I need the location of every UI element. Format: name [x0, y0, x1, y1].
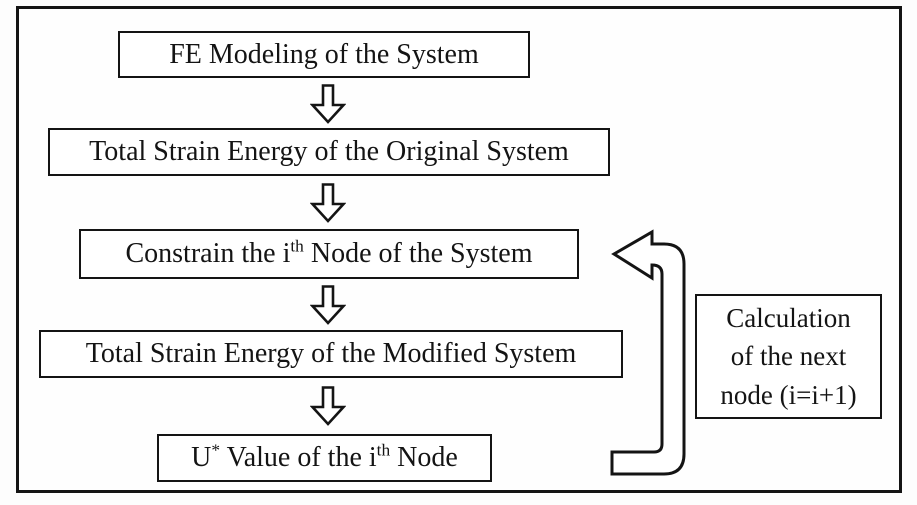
flow-step-total-strain-modified-label: Total Strain Energy of the Modified Syst… [85, 338, 577, 369]
flow-step-fe-modeling: FE Modeling of the System [118, 31, 530, 78]
loop-annotation-line1: Calculation [726, 303, 851, 333]
u-value-mid: Value of the i [220, 442, 377, 473]
loop-annotation-line3: node (i=i+1) [720, 379, 857, 410]
down-arrow-icon [310, 285, 346, 325]
u-value-base: U [191, 442, 212, 473]
flow-step-u-star-value: U* Value of the ith Node [157, 434, 492, 482]
constrain-superscript: th [290, 236, 304, 256]
constrain-text-post: Node of the System [303, 238, 533, 269]
flow-step-constrain-node: Constrain the ith Node of the System [79, 229, 579, 279]
u-value-th-superscript: th [376, 440, 391, 460]
flow-step-u-star-value-label: U* Value of the ith Node [191, 440, 458, 473]
flow-step-fe-modeling-label: FE Modeling of the System [169, 38, 479, 70]
flow-step-constrain-node-label: Constrain the ith Node of the System [125, 236, 533, 269]
down-arrow-icon [310, 386, 346, 426]
down-arrow-icon [310, 183, 346, 223]
flow-step-total-strain-original: Total Strain Energy of the Original Syst… [48, 128, 610, 176]
flow-step-total-strain-modified: Total Strain Energy of the Modified Syst… [39, 330, 623, 378]
down-arrow-icon [310, 84, 346, 124]
constrain-text-pre: Constrain the i [125, 238, 291, 269]
flow-step-total-strain-original-label: Total Strain Energy of the Original Syst… [89, 136, 569, 167]
loop-annotation-line2: of the next [730, 341, 847, 372]
u-value-star-superscript: * [211, 440, 221, 460]
loop-annotation-box: Calculation of the next node (i=i+1) [695, 294, 882, 419]
u-value-post: Node [390, 442, 458, 473]
loop-back-arrow-icon [610, 229, 686, 476]
